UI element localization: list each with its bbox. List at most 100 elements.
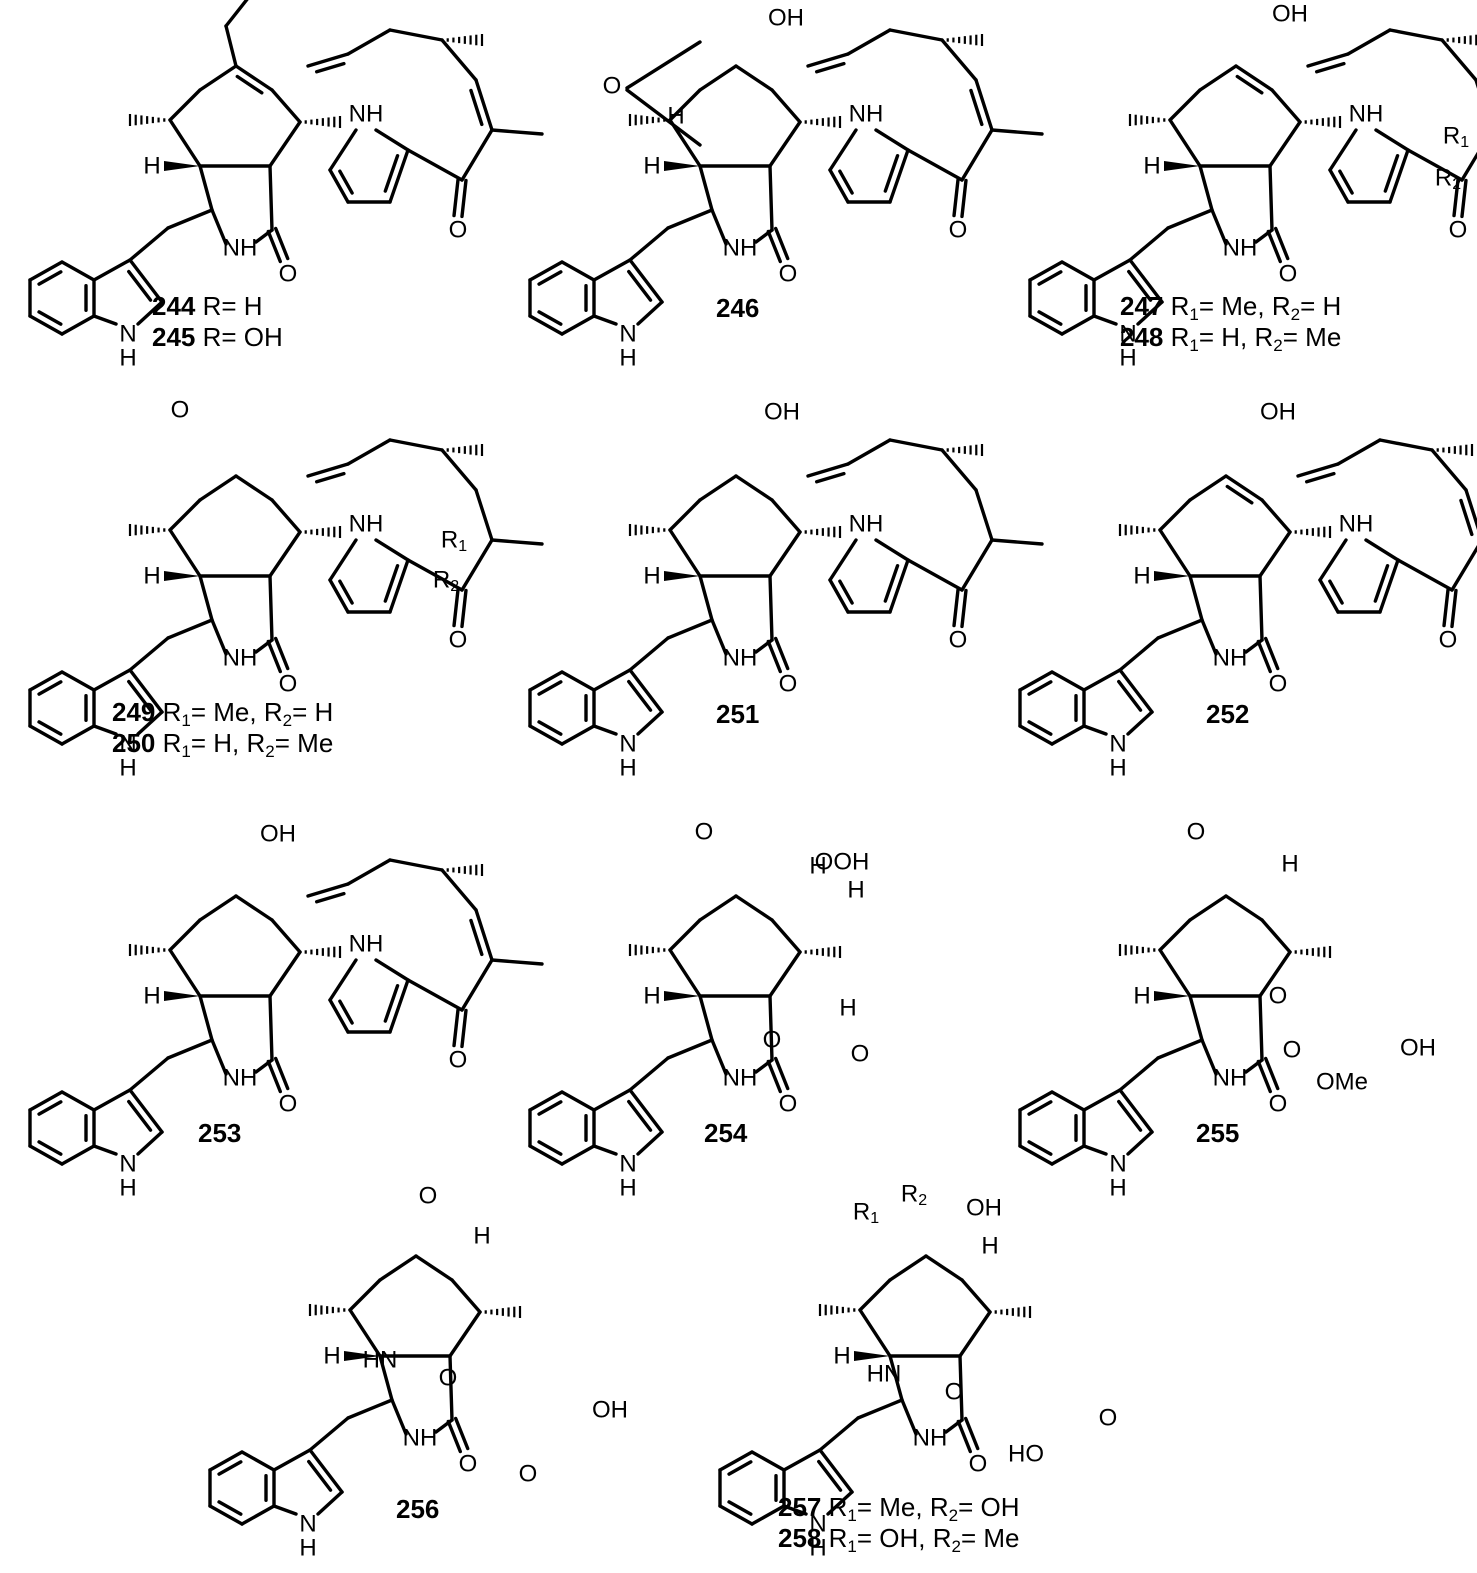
bond: [1117, 679, 1143, 712]
bond: [537, 1100, 563, 1116]
lactam-nh-label: NH: [723, 235, 758, 262]
bond: [1374, 128, 1410, 152]
lactam-carbonyl-oxygen-label: O: [279, 671, 298, 698]
bond: [537, 310, 563, 326]
caption-252: 252: [1206, 699, 1250, 729]
bond: [460, 958, 494, 1012]
indole-nitrogen-label: N: [1109, 1151, 1126, 1178]
ring-junction-hydrogen-label: H: [143, 153, 160, 180]
indole-nh-hydrogen-label: H: [119, 755, 136, 782]
wedge-bond: [164, 991, 200, 1001]
bond: [592, 258, 632, 282]
bond: [537, 680, 563, 696]
bond: [537, 1140, 563, 1156]
bond: [1158, 948, 1192, 998]
bond: [1028, 314, 1064, 336]
bond: [1200, 1038, 1218, 1076]
ketone-oxygen-label: O: [949, 627, 968, 654]
bond: [1136, 300, 1164, 326]
bond: [1018, 724, 1054, 746]
bond: [1158, 918, 1192, 952]
bond: [766, 639, 782, 674]
bond: [560, 260, 596, 282]
ring-junction-hydrogen-label: H: [323, 1343, 340, 1370]
bond: [766, 1059, 782, 1094]
bond: [128, 636, 170, 672]
bond: [856, 1398, 904, 1420]
bond: [828, 538, 858, 582]
bond: [383, 564, 400, 603]
bond: [1459, 498, 1474, 537]
bond: [1027, 680, 1053, 696]
bond: [1304, 471, 1336, 484]
bond: [28, 314, 64, 336]
bond: [390, 1398, 408, 1436]
bond: [274, 1056, 290, 1091]
bond: [1328, 579, 1344, 605]
caption-254: 254: [704, 1118, 748, 1148]
lactam-nh-label: NH: [1213, 645, 1248, 672]
caption-246: 246: [716, 293, 760, 323]
lactam-carbonyl-oxygen-label: O: [969, 1451, 988, 1478]
bond: [734, 894, 774, 922]
bond: [818, 1448, 854, 1494]
bond: [924, 1254, 964, 1282]
bond: [768, 530, 802, 578]
bond: [270, 918, 302, 954]
bond: [888, 1354, 904, 1402]
bond: [770, 918, 802, 954]
bond: [1258, 530, 1292, 578]
bond: [528, 260, 564, 282]
bond: [537, 720, 563, 736]
bond: [1296, 462, 1340, 478]
bond: [952, 177, 960, 218]
methoxy-label: OMe: [1316, 1069, 1368, 1096]
ring-junction-hydrogen-label: H: [833, 1343, 850, 1370]
bond: [974, 488, 994, 542]
bond: [766, 229, 782, 264]
bond: [198, 994, 214, 1042]
epoxide-oxygen-label: O: [603, 73, 622, 100]
indole-nh-hydrogen-label: H: [809, 1535, 826, 1562]
caption-255: 255: [1196, 1118, 1240, 1148]
caption-line: 249 R1= Me, R2= H: [112, 697, 334, 730]
caption-257-258: 257 R1= Me, R2= OH 258 R1= OH, R2= Me: [778, 1492, 1020, 1555]
bond: [168, 918, 202, 952]
hashed-bonds: [128, 34, 1477, 1318]
bond: [406, 148, 464, 182]
bond: [92, 724, 118, 736]
bond: [560, 1144, 596, 1166]
bond: [888, 148, 910, 204]
bond: [234, 474, 274, 502]
bond: [960, 588, 968, 629]
bond: [346, 858, 392, 886]
caption-line: 247 R1= Me, R2= H: [1120, 291, 1342, 324]
bond: [266, 229, 282, 264]
bond: [198, 64, 238, 92]
bond: [1224, 474, 1264, 502]
bond: [406, 558, 464, 592]
bond: [1224, 894, 1264, 922]
bond: [268, 164, 274, 232]
bond: [1346, 28, 1392, 56]
bond: [166, 1038, 214, 1060]
bond: [235, 74, 264, 95]
lactam-carbonyl-oxygen-label: O: [779, 1091, 798, 1118]
ketone-oxygen-label: O: [1449, 217, 1468, 244]
bond: [560, 670, 596, 692]
lactam-nh-label: NH: [1213, 1065, 1248, 1092]
bond: [1383, 154, 1400, 193]
bond: [710, 1038, 728, 1076]
bond: [328, 168, 350, 204]
caption-253: 253: [198, 1118, 242, 1148]
ring-hydrogen-label: H: [981, 1233, 998, 1260]
bond: [718, 1450, 754, 1472]
ketone-oxygen-label: O: [519, 1461, 538, 1488]
bond: [698, 474, 738, 502]
bond: [338, 169, 354, 195]
bond: [846, 28, 892, 56]
hydroxyl-label: OH: [1272, 1, 1308, 28]
bond: [828, 168, 850, 204]
acetyl-oxygen-label: O: [851, 1041, 870, 1068]
